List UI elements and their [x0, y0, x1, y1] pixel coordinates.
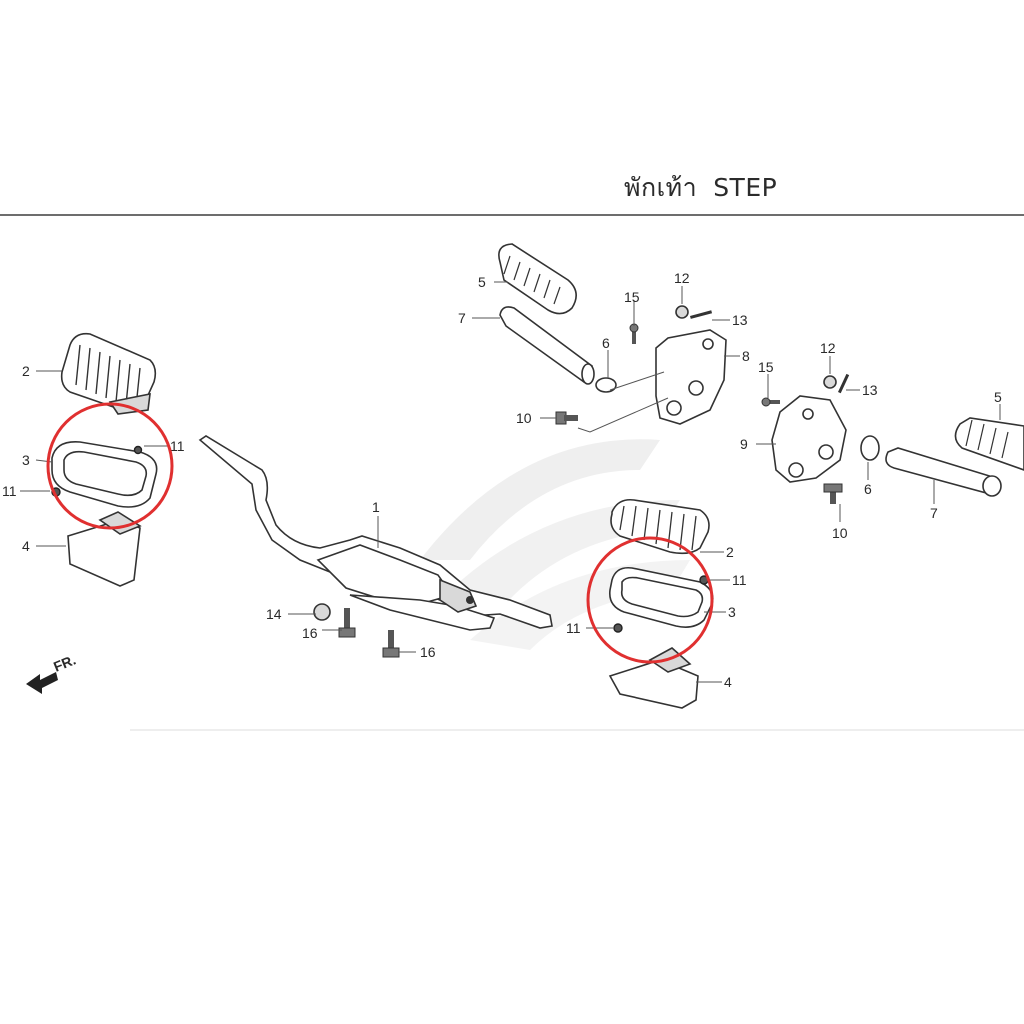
callout-6: 6 [864, 481, 872, 497]
left-footpeg-cover [67, 511, 142, 587]
callout-4: 4 [724, 674, 732, 690]
diagram-title: พักเท้า STEP [624, 168, 793, 208]
callout-labels: 2 3 11 4 11 5 7 6 15 12 13 8 10 15 12 13… [2, 270, 1002, 690]
washer-icon [860, 435, 880, 461]
callout-4: 4 [22, 538, 30, 554]
callout-5: 5 [478, 274, 486, 290]
callout-11: 11 [170, 438, 185, 454]
callout-3: 3 [728, 604, 736, 620]
highlight-circle-right [586, 536, 714, 664]
spring-pin-icon [837, 373, 850, 394]
title-english: STEP [713, 173, 778, 202]
front-direction-arrow-icon [26, 672, 58, 694]
step-bar-frame [198, 435, 553, 631]
nut-icon [823, 375, 837, 389]
left-footpeg-rubber [60, 332, 157, 415]
washer-icon [595, 377, 617, 393]
right-footpeg-rubber [610, 498, 710, 555]
bolt-icon [338, 608, 356, 638]
screw-icon [613, 623, 623, 633]
right-footpeg-holder [608, 566, 714, 628]
callout-15: 15 [758, 359, 774, 375]
callout-12: 12 [820, 340, 836, 356]
callout-10: 10 [832, 525, 848, 541]
front-direction-label: FR. [51, 651, 78, 674]
bolt-icon [555, 411, 578, 425]
callout-13: 13 [862, 382, 878, 398]
callout-10: 10 [516, 410, 532, 426]
callout-7: 7 [930, 505, 938, 521]
bolt-icon [761, 397, 780, 407]
leader-lines [20, 281, 1001, 683]
bolt-icon [629, 323, 639, 344]
bolt-icon [382, 630, 400, 658]
callout-16: 16 [420, 644, 436, 660]
callout-3: 3 [22, 452, 30, 468]
passenger-peg-rubber-left [498, 243, 577, 315]
title-thai: พักเท้า [624, 173, 698, 202]
callout-2: 2 [726, 544, 734, 560]
nut-icon [675, 305, 689, 319]
callout-9: 9 [740, 436, 748, 452]
callout-5: 5 [994, 389, 1002, 405]
callout-11: 11 [2, 483, 17, 499]
callout-11: 11 [566, 620, 581, 636]
passenger-bracket-right [771, 395, 847, 483]
passenger-peg-pin-right [885, 447, 1002, 497]
callout-12: 12 [674, 270, 690, 286]
callout-1: 1 [372, 499, 380, 515]
passenger-bracket-left [655, 329, 727, 425]
passenger-peg-pin-left [499, 306, 595, 385]
screw-icon [133, 445, 143, 455]
highlight-circle-left [46, 402, 174, 530]
callout-11: 11 [732, 572, 747, 588]
bolt-icon [823, 483, 843, 504]
rubber-bush-icon [313, 603, 331, 621]
callout-6: 6 [602, 335, 610, 351]
spring-pin-icon [690, 310, 713, 319]
passenger-peg-rubber-right [954, 417, 1024, 471]
callout-15: 15 [624, 289, 640, 305]
callout-8: 8 [742, 348, 750, 364]
callout-16: 16 [302, 625, 318, 641]
callout-13: 13 [732, 312, 748, 328]
callout-14: 14 [266, 606, 282, 622]
title-divider [0, 214, 1024, 216]
left-footpeg-holder [51, 441, 158, 508]
callout-2: 2 [22, 363, 30, 379]
callout-7: 7 [458, 310, 466, 326]
